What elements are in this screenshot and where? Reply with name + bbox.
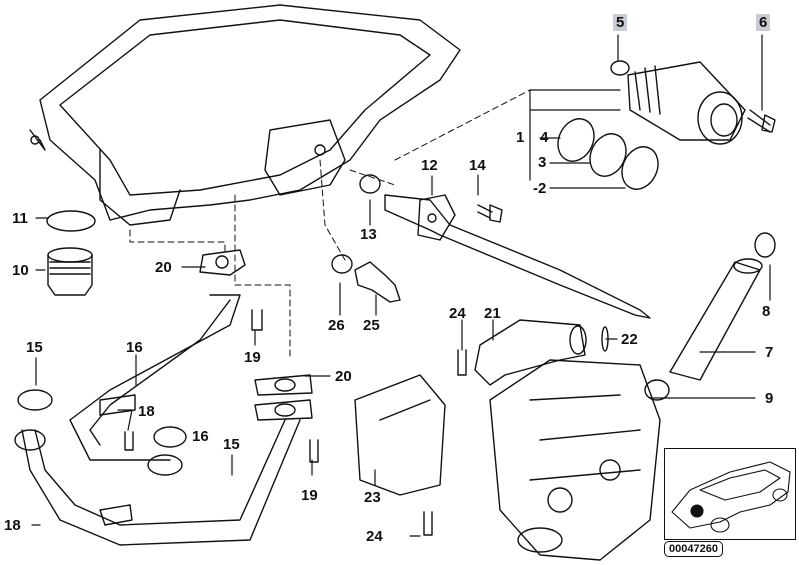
callout-20b[interactable]: 19 [301,487,318,504]
callout-18a[interactable]: 18 [138,403,155,420]
callout-10[interactable]: 10 [12,262,29,279]
oil-pipes [14,294,301,546]
callout-4[interactable]: 4 [540,129,549,146]
callout-15[interactable]: 15 [223,436,240,453]
callout-11[interactable]: 11 [12,210,28,227]
oil-pump [489,359,661,561]
callout-19b[interactable]: 20 [335,368,352,385]
callout-17a[interactable]: 15 [26,339,43,356]
oil-baffle [354,374,446,496]
callout-23[interactable]: 23 [364,489,381,506]
callout-3[interactable]: 3 [538,154,547,171]
document-number: 00047260 [664,541,723,557]
callout-7[interactable]: 7 [765,344,774,361]
callout-26[interactable]: 26 [328,317,345,334]
callout-9[interactable]: 9 [765,390,774,407]
oil-pan [29,4,461,226]
callout-20a[interactable]: 19 [244,349,261,366]
car-location-inset-art [671,461,791,533]
o-rings [17,60,776,448]
callout-1[interactable]: 1 [516,129,525,146]
callout-8[interactable]: 8 [762,303,771,320]
callout-22[interactable]: 22 [621,331,638,348]
oil-level-sensor [354,261,401,303]
callout-24a[interactable]: 24 [449,305,466,322]
bolt [477,204,503,223]
oil-suction-pipe [669,258,763,381]
callout-13[interactable]: 13 [360,226,377,243]
oil-filter-housing [627,61,776,145]
callout-21[interactable]: 21 [484,305,501,322]
assembly-guides [129,89,531,361]
callout-12[interactable]: 12 [421,157,438,174]
callout-17b[interactable]: 16 [192,428,209,445]
oil-return-pipe [384,194,651,319]
callout-16[interactable]: 16 [126,339,143,356]
callout-6[interactable]: 6 [756,14,771,31]
leader-lines [31,34,771,537]
callout-2[interactable]: -2 [533,180,547,197]
callout-18b[interactable]: 18 [4,517,21,534]
drain-plug [47,247,93,296]
car-location-inset [664,448,796,540]
callout-5[interactable]: 5 [613,14,628,31]
callout-19a[interactable]: 20 [155,259,172,276]
gaskets [199,249,313,421]
callout-14[interactable]: 14 [469,157,486,174]
callout-25[interactable]: 25 [363,317,380,334]
oil-pump-pickup [474,319,587,386]
callout-24b[interactable]: 24 [366,528,383,545]
bolts [124,309,467,536]
